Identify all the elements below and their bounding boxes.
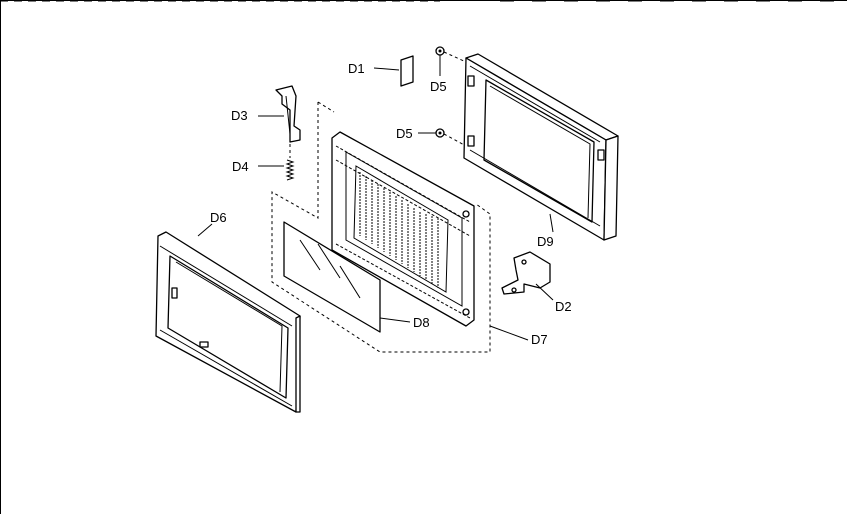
callout-d4: D4 (232, 159, 249, 174)
part-d5-screw-top (435, 46, 467, 76)
part-d6-front-frame (155, 223, 301, 413)
callout-d8: D8 (413, 315, 430, 330)
callout-d1: D1 (348, 61, 365, 76)
part-d5-screw-middle (418, 128, 467, 147)
callout-d9: D9 (537, 234, 554, 249)
callout-d6: D6 (210, 210, 227, 225)
part-inner-door-panel-mesh (331, 131, 475, 327)
callout-d5-top: D5 (430, 79, 447, 94)
part-d9-outer-frame (463, 53, 619, 241)
part-d2-hinge-bracket (501, 251, 554, 301)
part-d4-spring (258, 144, 295, 181)
part-d8-glass-panel (283, 221, 411, 333)
callout-d7: D7 (531, 332, 548, 347)
callout-d3: D3 (231, 108, 248, 123)
callout-d5-middle: D5 (396, 126, 413, 141)
callout-d2: D2 (555, 299, 572, 314)
part-d3-latch-hook (258, 85, 301, 143)
part-d1-label-card (373, 55, 414, 87)
part-d7-assembly-outline (271, 101, 529, 353)
